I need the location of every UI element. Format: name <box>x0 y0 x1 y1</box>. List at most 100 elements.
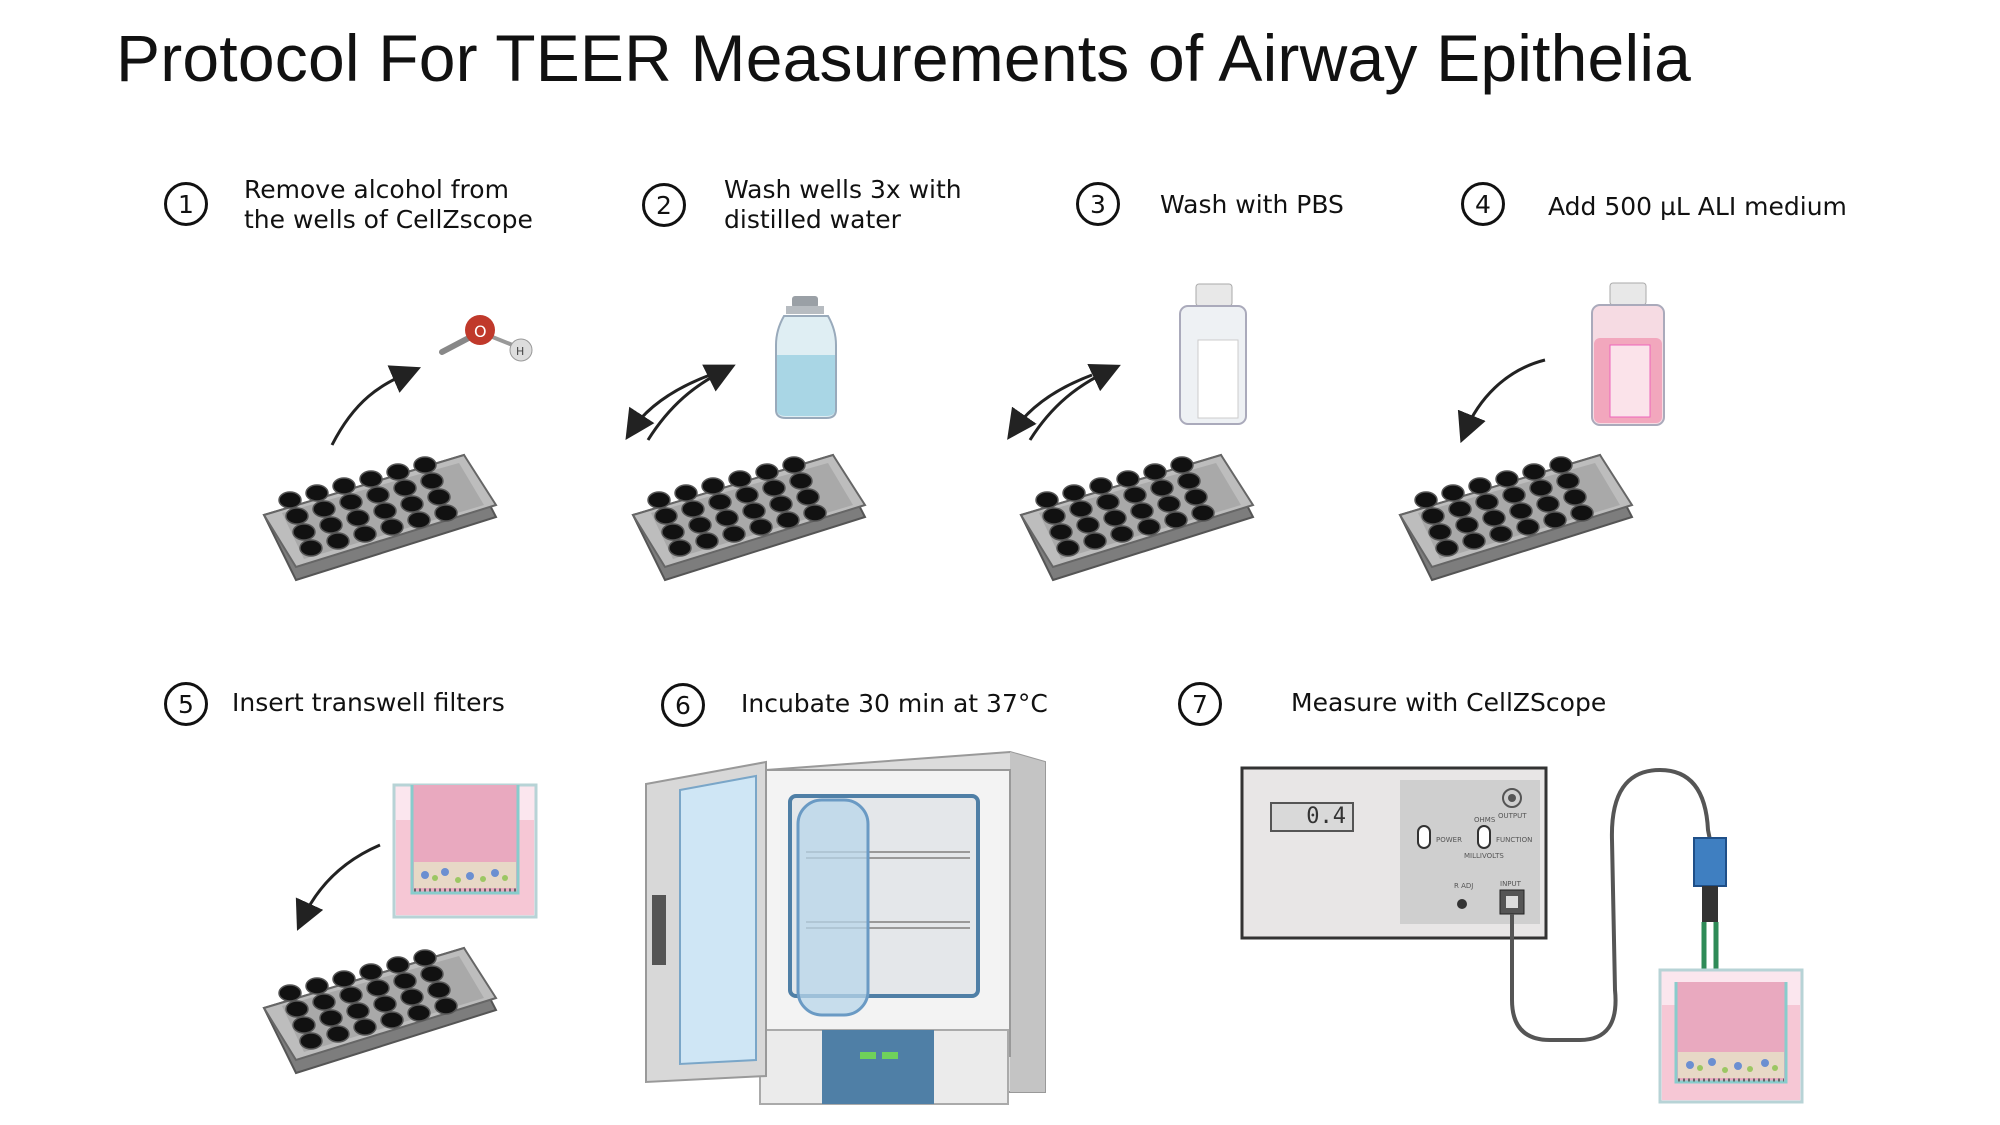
plate-well <box>1570 504 1594 522</box>
plate-well <box>1556 472 1580 490</box>
plate-well <box>1089 477 1113 495</box>
plate-well <box>661 523 685 541</box>
plate-well <box>1164 511 1188 529</box>
plate-well <box>1035 491 1059 509</box>
plate-well <box>373 502 397 520</box>
arrow-icon <box>1028 364 1121 441</box>
plate-well <box>803 504 827 522</box>
plate-well <box>1103 509 1127 527</box>
arrow-icon <box>295 843 381 931</box>
step-4-number: 4 <box>1461 182 1505 226</box>
plate-well <box>326 1025 350 1043</box>
plate-well <box>319 1009 343 1027</box>
meter-input-label: INPUT <box>1500 880 1521 888</box>
meter-power-label: POWER <box>1436 836 1462 844</box>
oxygen-label: O <box>474 322 487 341</box>
plate-well <box>674 484 698 502</box>
step-2-number: 2 <box>642 183 686 227</box>
plate-well <box>1522 463 1546 481</box>
plate-well <box>413 456 437 474</box>
step-7-label: Measure with CellZScope <box>1291 688 1607 717</box>
plate-well <box>386 956 410 974</box>
step-2-label-line1: Wash wells 3x with <box>724 175 962 204</box>
incubator-icon <box>645 750 1046 1105</box>
arrow-icon <box>1457 358 1546 444</box>
plate-well <box>366 486 390 504</box>
plate-well <box>285 507 309 525</box>
plate-well <box>1529 479 1553 497</box>
plate-well <box>722 525 746 543</box>
plate-well <box>346 1002 370 1020</box>
plate-well <box>400 988 424 1006</box>
page-title: Protocol For TEER Measurements of Airway… <box>116 21 1692 95</box>
plate-well <box>1475 493 1499 511</box>
plate-well <box>749 518 773 536</box>
plate-well <box>776 511 800 529</box>
plate-well <box>782 456 806 474</box>
plate-well <box>1056 539 1080 557</box>
step-6-label: Incubate 30 min at 37°C <box>741 689 1048 718</box>
step-2-label: Wash wells 3x with distilled water <box>724 175 962 235</box>
plate-well <box>1516 518 1540 536</box>
plate-well <box>796 488 820 506</box>
plate-well <box>339 493 363 511</box>
plate-well <box>1049 523 1073 541</box>
step-1-label-line1: Remove alcohol from <box>244 175 509 204</box>
plate-well <box>393 479 417 497</box>
plate-well <box>299 539 323 557</box>
step-3-plate <box>1020 454 1254 581</box>
plate-well <box>1191 504 1215 522</box>
plate-well <box>1536 495 1560 513</box>
plate-well <box>701 477 725 495</box>
plate-well <box>755 463 779 481</box>
ali-medium-bottle-icon <box>1591 282 1665 426</box>
plate-well <box>1482 509 1506 527</box>
step-1-label: Remove alcohol from the wells of CellZsc… <box>244 175 533 235</box>
plate-well <box>332 477 356 495</box>
plate-well <box>312 500 336 518</box>
arrow-icon <box>1007 373 1093 440</box>
plate-well <box>1062 484 1086 502</box>
plate-well <box>1441 484 1465 502</box>
step-4-label: Add 500 µL ALI medium <box>1548 192 1847 221</box>
plate-well <box>413 949 437 967</box>
plate-well <box>278 491 302 509</box>
plate-well <box>1083 532 1107 550</box>
plate-well <box>1428 523 1452 541</box>
plate-well <box>1170 456 1194 474</box>
transwell-measurement-icon <box>1658 968 1804 1104</box>
plate-well <box>1502 486 1526 504</box>
plate-well <box>278 984 302 1002</box>
step-2-plate <box>632 454 866 581</box>
plate-well <box>1455 516 1479 534</box>
plate-well <box>688 516 712 534</box>
plate-well <box>319 516 343 534</box>
plate-well <box>1157 495 1181 513</box>
step-5-label: Insert transwell filters <box>232 688 505 717</box>
plate-well <box>305 977 329 995</box>
plate-well <box>1448 500 1472 518</box>
plate-well <box>427 981 451 999</box>
plate-well <box>1110 525 1134 543</box>
step-3-label: Wash with PBS <box>1160 190 1344 219</box>
plate-well <box>326 532 350 550</box>
plate-well <box>1414 491 1438 509</box>
plate-well <box>654 507 678 525</box>
plate-well <box>407 1004 431 1022</box>
water-bottle-icon <box>775 296 837 419</box>
plate-well <box>353 1018 377 1036</box>
plate-well <box>359 963 383 981</box>
plate-well <box>1123 486 1147 504</box>
plate-well <box>1150 479 1174 497</box>
plate-well <box>434 997 458 1015</box>
plate-well <box>1543 511 1567 529</box>
step-1-number: 1 <box>164 182 208 226</box>
plate-well <box>380 1011 404 1029</box>
plate-well <box>1042 507 1066 525</box>
pbs-bottle-icon <box>1179 283 1247 425</box>
plate-well <box>434 504 458 522</box>
plate-well <box>1563 488 1587 506</box>
plate-well <box>292 523 316 541</box>
plate-well <box>1549 456 1573 474</box>
